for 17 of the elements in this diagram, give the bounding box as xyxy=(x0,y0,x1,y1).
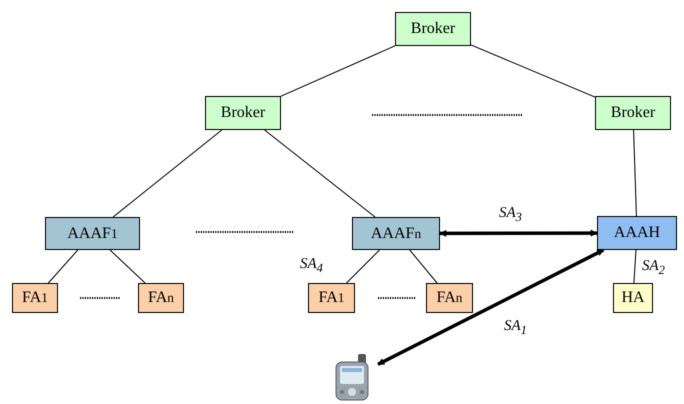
connector-line xyxy=(264,130,376,218)
connector-line xyxy=(470,44,596,98)
aaa-server-box: AAAH xyxy=(597,216,677,250)
connector-line xyxy=(48,250,78,284)
broker-box: Broker xyxy=(595,96,671,130)
connector-line xyxy=(346,250,380,284)
agent-box: HA xyxy=(613,283,653,313)
connector-line xyxy=(112,130,222,218)
broker-box: Broker xyxy=(205,96,281,130)
connector-line xyxy=(633,250,636,284)
connector-line xyxy=(280,45,396,97)
connector-line xyxy=(633,130,637,216)
arrow xyxy=(377,248,604,366)
connector-line xyxy=(409,250,438,284)
broker-box: Broker xyxy=(395,12,471,46)
connector-line xyxy=(110,250,146,284)
arrow xyxy=(439,230,598,237)
